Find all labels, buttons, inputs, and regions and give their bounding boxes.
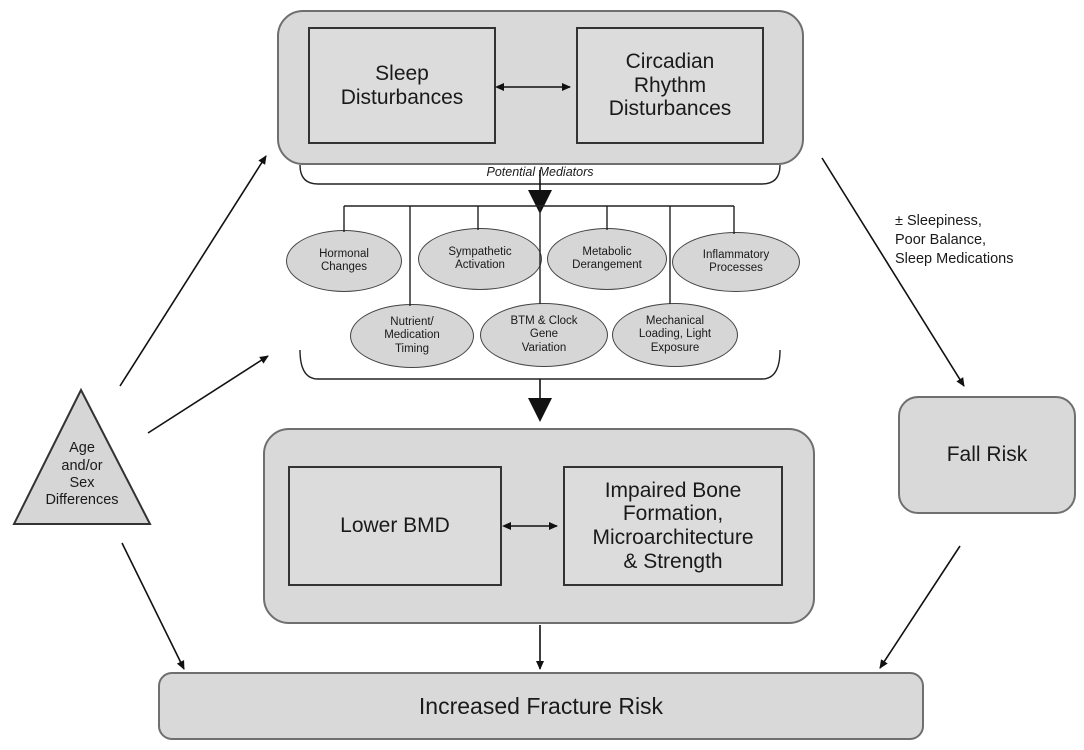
- sleep-disturbances-box: Sleep Disturbances: [308, 27, 496, 144]
- age-sex-triangle: [12, 387, 152, 525]
- fall-risk-factors-note: ± Sleepiness, Poor Balance, Sleep Medica…: [895, 213, 1014, 267]
- impaired-bone-box: Impaired Bone Formation, Microarchitectu…: [563, 466, 783, 586]
- age-to-fracture-arrow: [121, 542, 185, 670]
- mediator-sympathetic-activation: Sympathetic Activation: [418, 228, 542, 290]
- circadian-disturbances-label: Circadian Rhythm Disturbances: [608, 50, 732, 121]
- fall-to-fracture-arrow: [879, 545, 961, 669]
- fall-risk-box: Fall Risk: [898, 396, 1076, 514]
- age-to-top-arrow: [119, 155, 267, 387]
- lower-bmd-box: Lower BMD: [288, 466, 502, 586]
- impaired-bone-label: Impaired Bone Formation, Microarchitectu…: [592, 478, 754, 573]
- mediator-nutrient-medication-timing: Nutrient/ Medication Timing: [350, 304, 474, 368]
- sleep-disturbances-label: Sleep Disturbances: [340, 61, 464, 109]
- top-to-fall-risk-arrow: [821, 157, 965, 387]
- mediator-inflammatory-processes: Inflammatory Processes: [672, 232, 800, 292]
- mediator-btm-clock-gene-variation: BTM & Clock Gene Variation: [480, 303, 608, 367]
- mediator-mechanical-loading-light-exposure: Mechanical Loading, Light Exposure: [612, 303, 738, 367]
- circadian-disturbances-box: Circadian Rhythm Disturbances: [576, 27, 764, 144]
- bottom-brace: [299, 349, 781, 380]
- mediator-metabolic-derangement: Metabolic Derangement: [547, 228, 667, 290]
- down-arrow-top: [528, 190, 552, 214]
- increased-fracture-risk-box: Increased Fracture Risk: [158, 672, 924, 740]
- age-to-mediators-arrow: [147, 355, 269, 434]
- down-arrow-bottom: [528, 398, 552, 422]
- lower-bmd-label: Lower BMD: [340, 514, 450, 538]
- age-sex-differences-label: Age and/or Sex Differences: [45, 440, 119, 509]
